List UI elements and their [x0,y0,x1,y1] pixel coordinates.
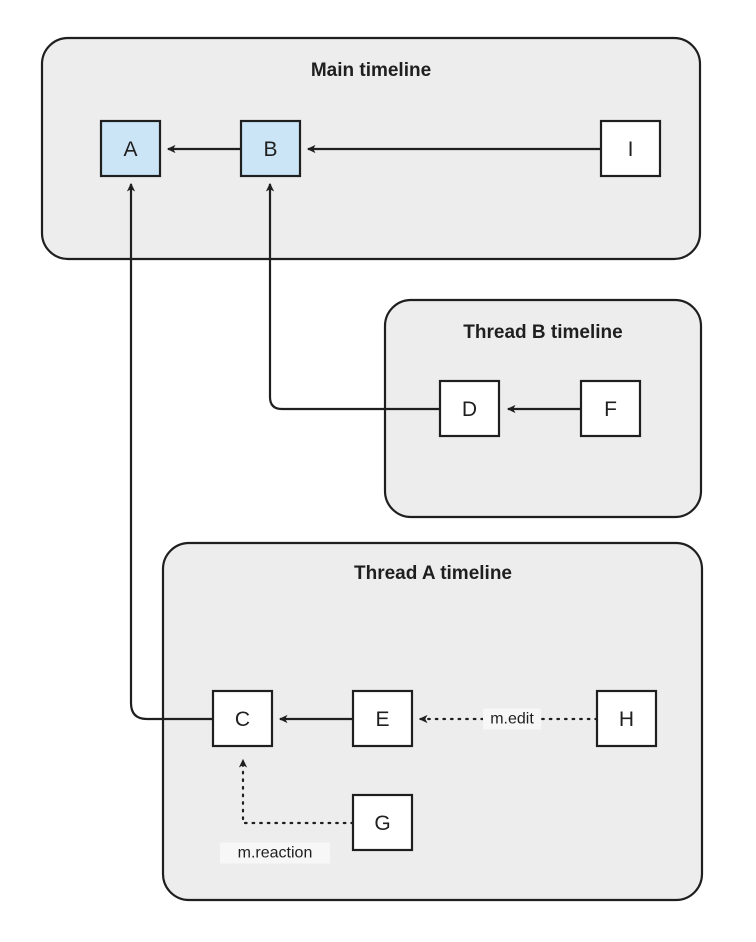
node-A-rect[interactable] [99,119,162,178]
node-D-label: D [462,398,477,421]
node-E-label: E [375,708,389,731]
node-C-rect[interactable] [211,689,274,748]
node-H-label: H [619,708,634,731]
node-D-rect[interactable] [438,379,501,438]
edge-label-m-edit-text: m.edit [490,711,534,728]
node-F-label: F [604,398,617,421]
group-thread-a-timeline-rect [161,541,704,902]
edge-label-m-edit-bg [483,708,541,730]
edge-label-m-edit: m.edit [483,708,541,730]
edge-label-m-reaction-bg [220,842,330,864]
group-thread-a-timeline-title: Thread A timeline [354,563,512,584]
edge-label-m-reaction-text: m.reaction [238,845,313,862]
edge-label-m-reaction: m.reaction [220,842,330,864]
node-E-rect[interactable] [351,689,414,748]
node-B-label: B [263,138,277,161]
nodes-layer: A B I D F C E [99,119,662,852]
node-G-rect[interactable] [351,793,414,852]
node-C-label: C [235,708,250,731]
node-H-rect[interactable] [595,689,658,748]
node-I[interactable]: I [599,119,662,178]
group-main-timeline-title: Main timeline [311,60,431,81]
node-A-label: A [123,138,137,161]
edges-layer [126,144,601,825]
edge-labels-layer: m.edit m.reaction [220,708,541,864]
node-B[interactable]: B [239,119,302,178]
edge-c-to-a [126,182,213,721]
node-G-label: G [374,812,390,835]
node-B-rect[interactable] [239,119,302,178]
node-A[interactable]: A [99,119,162,178]
group-thread-a-timeline: Thread A timeline [161,541,704,902]
edge-g-to-c [238,758,355,825]
node-G[interactable]: G [351,793,414,852]
edge-d-to-b [265,182,440,411]
node-C[interactable]: C [211,689,274,748]
node-F-rect[interactable] [579,379,642,438]
node-F[interactable]: F [579,379,642,438]
node-E[interactable]: E [351,689,414,748]
group-thread-b-timeline-title: Thread B timeline [463,322,622,343]
node-I-rect[interactable] [599,119,662,178]
node-I-label: I [628,138,634,161]
node-D[interactable]: D [438,379,501,438]
node-H[interactable]: H [595,689,658,748]
